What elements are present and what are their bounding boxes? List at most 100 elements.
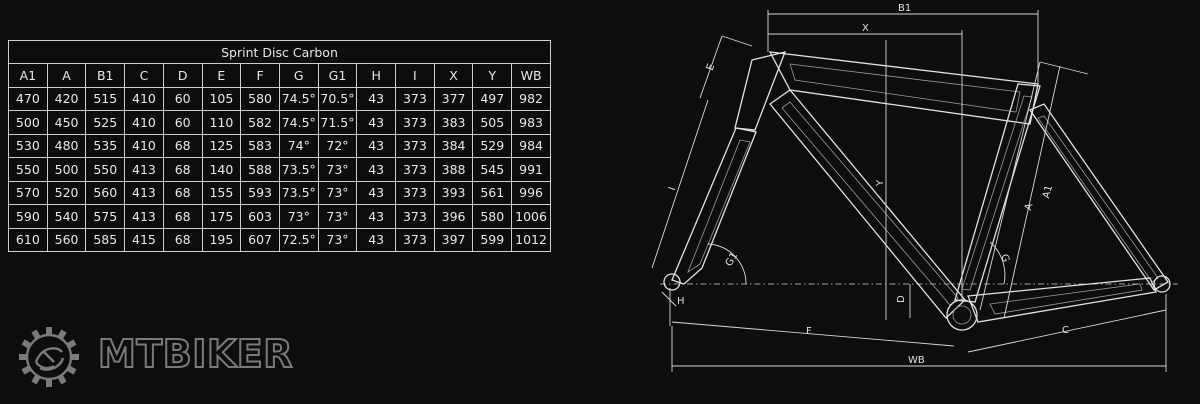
table-cell: 505: [472, 110, 513, 135]
column-header-x: X: [433, 63, 474, 88]
head-tube: [734, 51, 787, 131]
label-wb: WB: [908, 355, 925, 366]
table-cell: 415: [124, 227, 164, 252]
column-header-b1: B1: [85, 63, 126, 88]
table-cell: 550: [8, 157, 48, 182]
g1-angle-arc: [707, 243, 747, 285]
label-y: Y: [875, 179, 886, 187]
top-tube-inner: [789, 63, 1021, 113]
label-a: A: [1023, 202, 1035, 211]
table-title-row: Sprint Disc Carbon: [8, 40, 551, 64]
table-cell: 60: [162, 86, 203, 111]
label-a1: A1: [1041, 184, 1055, 199]
table-cell: 68: [162, 157, 203, 182]
table-cell: 535: [85, 133, 126, 158]
down-tube-inner: [781, 101, 959, 306]
column-header-f: F: [240, 63, 280, 88]
table-cell: 413: [124, 157, 164, 182]
seat-tube: [954, 83, 1041, 303]
mtbiker-logo: MTBIKER: [14, 322, 304, 392]
column-header-i: I: [395, 63, 435, 88]
logo-text: MTBIKER: [97, 332, 294, 376]
table-cell: 497: [472, 86, 513, 111]
column-header-wb: WB: [511, 63, 551, 88]
table-cell: 515: [85, 86, 126, 111]
table-cell: 1012: [511, 227, 551, 252]
table-cell: 550: [85, 157, 126, 182]
table-cell: 996: [511, 180, 551, 205]
label-h: H: [677, 296, 685, 307]
column-header-h: H: [356, 63, 397, 88]
table-cell: 68: [162, 204, 203, 229]
table-cell: 520: [46, 180, 87, 205]
table-cell: 450: [46, 110, 87, 135]
fork-inner: [687, 139, 751, 274]
e-extension-top: [721, 35, 753, 47]
table-cell: 599: [472, 227, 513, 252]
column-header-d: D: [162, 63, 203, 88]
table-cell: 68: [162, 227, 203, 252]
a-dimension-line: [979, 61, 1041, 311]
table-cell: 560: [46, 227, 87, 252]
table-cell: 105: [201, 86, 242, 111]
label-b1: B1: [898, 3, 911, 14]
table-cell: 593: [240, 180, 280, 205]
table-cell: 373: [395, 86, 435, 111]
table-cell: 43: [356, 227, 397, 252]
f-dimension-line: [671, 321, 955, 347]
table-cell: 140: [201, 157, 242, 182]
a1-dimension-line: [1003, 65, 1061, 319]
table-cell: 410: [124, 110, 164, 135]
table-cell: 982: [511, 86, 551, 111]
table-cell: 580: [240, 86, 280, 111]
table-cell: 373: [395, 227, 435, 252]
fork: [671, 127, 757, 285]
table-cell: 413: [124, 204, 164, 229]
a1-extension-top: [1039, 61, 1089, 75]
chain-stay-inner: [989, 283, 1143, 315]
table-cell: 74.5°: [278, 110, 319, 135]
table-cell: 43: [356, 86, 397, 111]
table-cell: 540: [46, 204, 87, 229]
label-g: G: [998, 253, 1011, 264]
e-dimension-line: [699, 35, 723, 99]
table-cell: 991: [511, 157, 551, 182]
rear-dropout: [1153, 275, 1171, 293]
table-cell: 470: [8, 86, 48, 111]
table-title: Sprint Disc Carbon: [8, 40, 551, 64]
top-tube: [768, 51, 1039, 125]
gear-logo-icon: [19, 327, 79, 387]
column-header-g: G: [278, 63, 319, 88]
table-cell: 570: [8, 180, 48, 205]
table-cell: 410: [124, 133, 164, 158]
table-cell: 155: [201, 180, 242, 205]
table-cell: 377: [433, 86, 474, 111]
table-cell: 73°: [317, 180, 358, 205]
front-dropout: [663, 273, 681, 291]
table-cell: 410: [124, 86, 164, 111]
table-cell: 43: [356, 180, 397, 205]
table-cell: 420: [46, 86, 87, 111]
label-g1: G1: [724, 251, 741, 269]
table-cell: 73°: [317, 157, 358, 182]
table-cell: 73°: [317, 204, 358, 229]
label-f: F: [806, 326, 812, 337]
table-cell: 983: [511, 110, 551, 135]
table-cell: 70.5°: [317, 86, 358, 111]
label-e: E: [705, 62, 718, 72]
table-cell: 71.5°: [317, 110, 358, 135]
seat-stay: [1029, 103, 1169, 291]
seat-tube-inner: [961, 95, 1033, 291]
table-cell: 580: [472, 204, 513, 229]
column-header-a1: A1: [8, 63, 48, 88]
table-cell: 585: [85, 227, 126, 252]
table-cell: 125: [201, 133, 242, 158]
